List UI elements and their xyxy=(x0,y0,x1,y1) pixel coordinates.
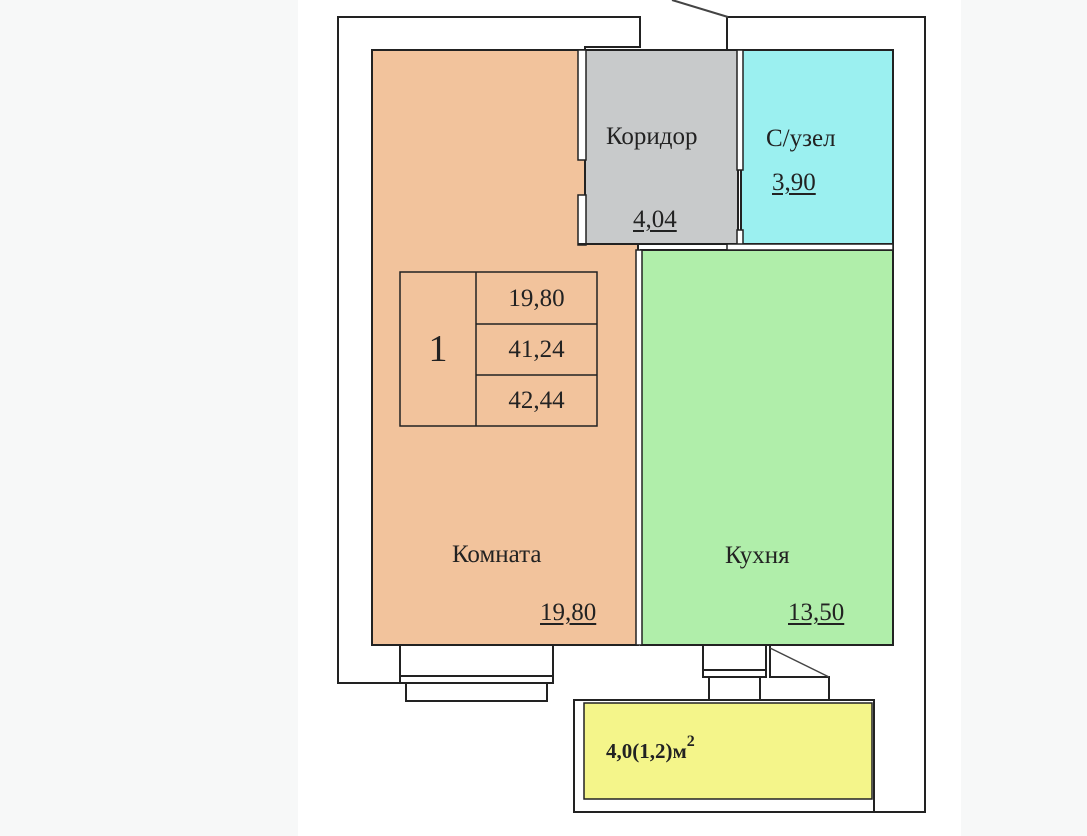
corridor-area: 4,04 xyxy=(633,206,677,233)
bathroom-fill xyxy=(740,49,894,245)
summary-table xyxy=(399,271,598,427)
kitchen-area: 13,50 xyxy=(788,599,845,626)
balcony-fill xyxy=(583,702,873,800)
partition-corridor-bath xyxy=(736,49,744,171)
bathroom-area: 3,90 xyxy=(772,169,816,196)
entrance-door xyxy=(671,0,729,18)
balcony-door xyxy=(769,647,830,678)
kitchen-name: Кухня xyxy=(725,542,790,569)
kitchen-window xyxy=(702,644,767,702)
bathroom-name: С/узел xyxy=(766,125,836,152)
living-area-value: 19,80 xyxy=(508,284,565,312)
room-name: Комната xyxy=(452,541,542,568)
partition-kitchen-top xyxy=(726,243,894,251)
room-area: 19,80 xyxy=(540,599,597,626)
partition-room-corridor-lower xyxy=(577,194,587,246)
total-area-value: 41,24 xyxy=(508,336,565,363)
balcony-area-text: 4,0(1,2)м xyxy=(606,739,687,763)
rooms-count: 1 xyxy=(428,328,448,370)
balcony-label: 4,0(1,2)м2 xyxy=(606,734,695,763)
partition-corridor-bath-lower xyxy=(736,229,744,246)
wall-body-top-left xyxy=(340,19,638,45)
room-window xyxy=(399,644,554,702)
balcony-unit-sup: 2 xyxy=(686,733,695,750)
corridor-name: Коридор xyxy=(606,123,698,150)
total-with-balcony-value: 42,44 xyxy=(508,387,565,414)
kitchen-fill xyxy=(640,249,894,646)
partition-room-corridor xyxy=(577,49,587,161)
partition-room-kitchen xyxy=(635,249,643,646)
